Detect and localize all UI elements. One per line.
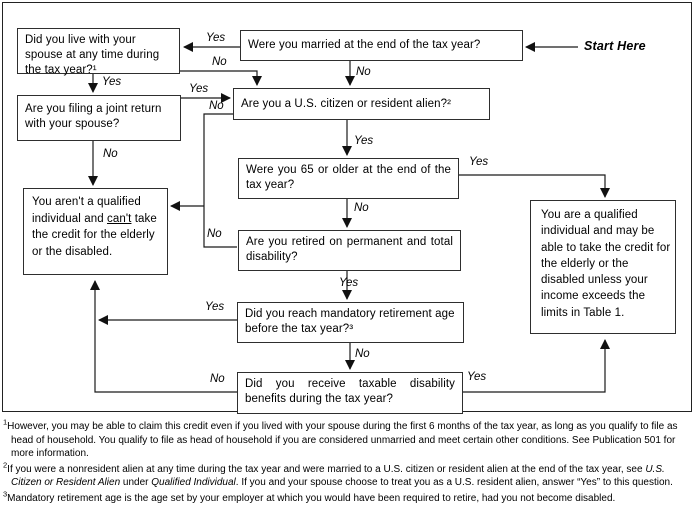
edge-label-retired-yes: Yes bbox=[339, 277, 359, 289]
edge-spouse-no bbox=[180, 70, 262, 86]
node-taxable-disability-benefits: Did you receive taxable disability benef… bbox=[237, 372, 463, 414]
node-not-qualified: You aren't a qualified individual and ca… bbox=[23, 188, 168, 275]
footnotes: 1However, you may be able to claim this … bbox=[3, 417, 697, 507]
node-retired-disability: Are you retired on permanent and total d… bbox=[238, 230, 461, 271]
footnote-2-italic-1: U.S. Citizen or Resident Alien bbox=[11, 463, 665, 489]
edge-label-joint-no: No bbox=[103, 148, 118, 160]
edge-citizen-no-trunk bbox=[203, 113, 237, 248]
node-married-text: Were you married at the end of the tax y… bbox=[248, 39, 481, 51]
edge-age65-yes bbox=[459, 174, 610, 198]
edge-label-joint-yes: Yes bbox=[189, 83, 209, 95]
edge-label-married-no: No bbox=[356, 66, 371, 78]
edge-label-disability-no: No bbox=[210, 373, 225, 385]
edge-label-mandatory-no: No bbox=[355, 348, 370, 360]
footnote-1-marker: 1 bbox=[3, 417, 8, 427]
footnote-1-text: However, you may be able to claim this c… bbox=[7, 421, 678, 459]
node-joint-return: Are you filing a joint return with your … bbox=[17, 95, 181, 141]
node-age-65: Were you 65 or older at the end of the t… bbox=[238, 158, 459, 199]
footnote-3-text: Mandatory retirement age is the age set … bbox=[7, 492, 616, 504]
footnote-3-marker: 3 bbox=[3, 489, 8, 499]
edge-label-married-yes: Yes bbox=[206, 32, 226, 44]
node-citizen-text: Are you a U.S. citizen or resident alien… bbox=[241, 97, 452, 110]
edge-label-age65-yes: Yes bbox=[469, 156, 489, 168]
footnote-2-text-2: under bbox=[120, 477, 152, 488]
footnote-3: 3Mandatory retirement age is the age set… bbox=[3, 489, 697, 506]
footnote-2-italic-2: Qualified Individual bbox=[151, 477, 236, 488]
not-qualified-text-underlined: can't bbox=[107, 212, 132, 225]
footnote-2: 2If you were a nonresident alien at any … bbox=[3, 460, 697, 490]
edge-label-citizen-yes: Yes bbox=[354, 135, 374, 147]
node-married-at-year-end: Were you married at the end of the tax y… bbox=[240, 30, 523, 61]
edge-label-citizen-no: No bbox=[209, 100, 224, 112]
edge-label-retired-no: No bbox=[207, 228, 222, 240]
edge-disability-yes bbox=[463, 339, 610, 393]
footnote-2-text-3: . If you and your spouse choose to treat… bbox=[235, 477, 673, 488]
not-qualified-text-before: You aren't a qualified individual and bbox=[32, 196, 141, 225]
edge-label-age65-no: No bbox=[354, 202, 369, 214]
node-lived-with-spouse: Did you live with your spouse at any tim… bbox=[17, 28, 180, 76]
not-qualified-text-after: take the credit for the elderly or the d… bbox=[32, 212, 157, 258]
edge-label-spouse-yes: Yes bbox=[102, 76, 122, 88]
footnote-1: 1However, you may be able to claim this … bbox=[3, 417, 697, 461]
start-here-label: Start Here bbox=[584, 39, 646, 53]
edge-disability-no bbox=[90, 280, 237, 393]
footnote-2-marker: 2 bbox=[3, 460, 8, 470]
edge-label-spouse-no: No bbox=[212, 56, 227, 68]
edge-label-disability-yes: Yes bbox=[467, 371, 487, 383]
edge-label-mandatory-yes: Yes bbox=[205, 301, 225, 313]
node-qualified: You are a qualified individual and may b… bbox=[530, 200, 676, 334]
footnote-2-text-1: If you were a nonresident alien at any t… bbox=[7, 463, 646, 475]
node-mandatory-retirement-age: Did you reach mandatory retirement age b… bbox=[237, 302, 464, 343]
node-us-citizen: Are you a U.S. citizen or resident alien… bbox=[233, 88, 490, 120]
